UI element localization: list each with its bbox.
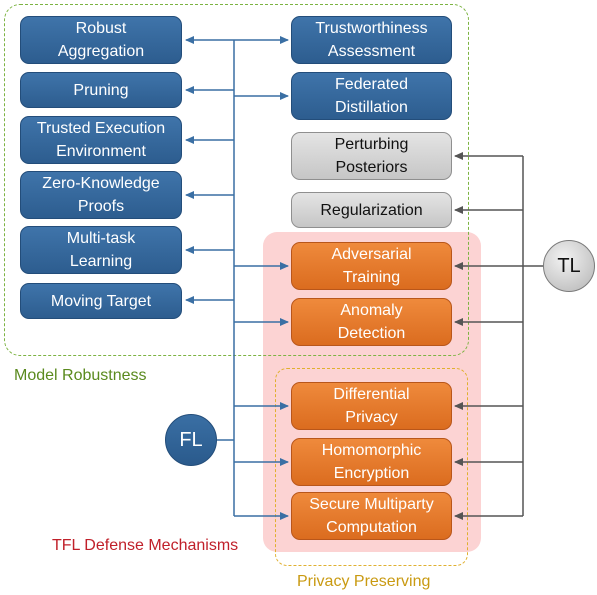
trusted-execution-environment-node: Trusted Execution Environment [20,116,182,164]
zero-knowledge-proofs-node: Zero-Knowledge Proofs [20,171,182,219]
differential-privacy-node: Differential Privacy [291,382,452,430]
multi-task-learning-node: Multi-task Learning [20,226,182,274]
perturbing-posteriors-node: Perturbing Posteriors [291,132,452,180]
tfl-defense-mechanisms-label: TFL Defense Mechanisms [52,537,239,554]
robust-aggregation-node: Robust Aggregation [20,16,182,64]
adversarial-training-node: Adversarial Training [291,242,452,290]
moving-target-node: Moving Target [20,283,182,319]
secure-multiparty-computation-node: Secure Multiparty Computation [291,492,452,540]
model-robustness-group [4,4,469,356]
model-robustness-label: Model Robustness [14,367,147,384]
trustworthiness-assessment-node: Trustworthiness Assessment [291,16,452,64]
privacy-preserving-group [275,368,468,566]
tl-node: TL [543,240,595,292]
pruning-node: Pruning [20,72,182,108]
homomorphic-encryption-node: Homomorphic Encryption [291,438,452,486]
privacy-preserving-label: Privacy Preserving [297,573,431,590]
regularization-node: Regularization [291,192,452,228]
fl-node: FL [165,414,217,466]
federated-distillation-node: Federated Distillation [291,72,452,120]
anomaly-detection-node: Anomaly Detection [291,298,452,346]
